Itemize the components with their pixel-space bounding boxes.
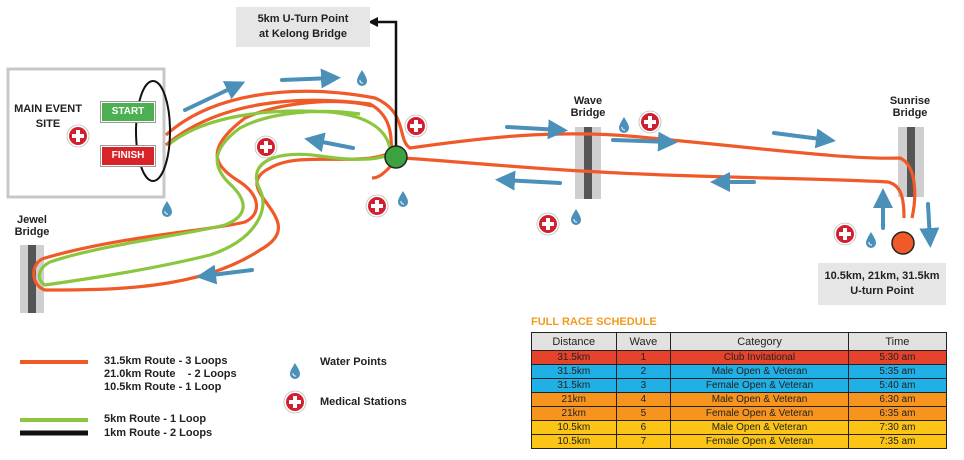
schedule-cell-time: 6:35 am [847, 406, 948, 421]
header-distance: Distance [531, 332, 617, 351]
uturn-long-label: 10.5km, 21km, 31.5km U-turn Point [824, 270, 940, 297]
schedule-cell-distance: 21km [531, 406, 617, 421]
schedule-title: FULL RACE SCHEDULE [531, 316, 657, 328]
schedule-cell-category: Female Open & Veteran [670, 434, 849, 449]
schedule-cell-distance: 31.5km [531, 364, 617, 379]
schedule-cell-wave: 6 [615, 420, 672, 435]
uturn-5km-label: 5km U-Turn Point at Kelong Bridge [257, 13, 349, 40]
schedule-cell-category: Male Open & Veteran [670, 392, 849, 407]
long-route-uturn-point [891, 231, 915, 255]
jewel-bridge-label: Jewel Bridge [14, 214, 50, 238]
water-drop-icon [618, 116, 630, 134]
schedule-cell-distance: 10.5km [531, 420, 617, 435]
start-button: START [101, 102, 155, 122]
water-drop-icon [289, 362, 301, 380]
main-event-site-box [6, 67, 166, 199]
schedule-cell-category: Female Open & Veteran [670, 378, 849, 393]
header-category: Category [670, 332, 849, 351]
kelong-bridge-point [384, 145, 408, 169]
schedule-cell-distance: 10.5km [531, 434, 617, 449]
medical-cross-icon [833, 222, 857, 246]
medical-cross-icon [365, 194, 389, 218]
uturn-5km-label-box [236, 7, 370, 47]
legend-medical-stations: Medical Stations [320, 396, 407, 408]
legend-green-route: 5km Route - 1 Loop [104, 413, 207, 425]
direction-arrows [183, 68, 940, 285]
start-finish-highlight [135, 80, 171, 182]
schedule-cell-distance: 21km [531, 392, 617, 407]
medical-cross-icon [536, 212, 560, 236]
schedule-cell-wave: 7 [615, 434, 672, 449]
medical-cross-icon [638, 110, 662, 134]
schedule-cell-wave: 5 [615, 406, 672, 421]
schedule-cell-category: Male Open & Veteran [670, 420, 849, 435]
uturn-long-label-box [818, 263, 946, 305]
schedule-cell-time: 7:30 am [847, 420, 948, 435]
schedule-cell-distance: 31.5km [531, 350, 617, 365]
header-wave: Wave [615, 332, 672, 351]
medical-cross-icon [283, 390, 307, 414]
orange-route-outer [164, 89, 917, 219]
sunrise-bridge-icon [898, 127, 924, 197]
medical-cross-icon [254, 135, 278, 159]
header-time: Time [847, 332, 948, 351]
schedule-cell-category: Male Open & Veteran [670, 364, 849, 379]
wave-bridge-label: Wave Bridge [570, 95, 606, 119]
schedule-cell-wave: 3 [615, 378, 672, 393]
schedule-header-row: Distance Wave Category Time [531, 332, 948, 351]
finish-button: FINISH [101, 146, 155, 166]
schedule-cell-distance: 31.5km [531, 378, 617, 393]
schedule-cell-time: 5:40 am [847, 378, 948, 393]
legend-water-points: Water Points [320, 356, 387, 368]
water-drop-icon [161, 200, 173, 218]
orange-route-inner [371, 156, 906, 219]
water-drop-icon [865, 231, 877, 249]
black-route [368, 17, 398, 150]
schedule-cell-wave: 4 [615, 392, 672, 407]
water-drop-icon [397, 190, 409, 208]
orange-route-west [32, 98, 394, 292]
main-event-site-label: MAIN EVENT SITE [14, 103, 82, 130]
green-route [37, 109, 392, 287]
schedule-cell-wave: 2 [615, 364, 672, 379]
water-drop-icon [356, 69, 368, 87]
wave-bridge-icon [575, 127, 601, 199]
schedule-cell-wave: 1 [615, 350, 672, 365]
legend-orange-route: 31.5km Route - 3 Loops 21.0km Route - 2 … [104, 355, 237, 393]
schedule-cell-category: Female Open & Veteran [670, 406, 849, 421]
water-drop-icon [570, 208, 582, 226]
legend-black-route: 1km Route - 2 Loops [104, 427, 213, 439]
schedule-cell-time: 5:30 am [847, 350, 948, 365]
schedule-cell-time: 6:30 am [847, 392, 948, 407]
schedule-cell-time: 5:35 am [847, 364, 948, 379]
medical-cross-icon [404, 114, 428, 138]
schedule-cell-category: Club Invitational [670, 350, 849, 365]
schedule-cell-time: 7:35 am [847, 434, 948, 449]
sunrise-bridge-label: Sunrise Bridge [889, 95, 931, 119]
